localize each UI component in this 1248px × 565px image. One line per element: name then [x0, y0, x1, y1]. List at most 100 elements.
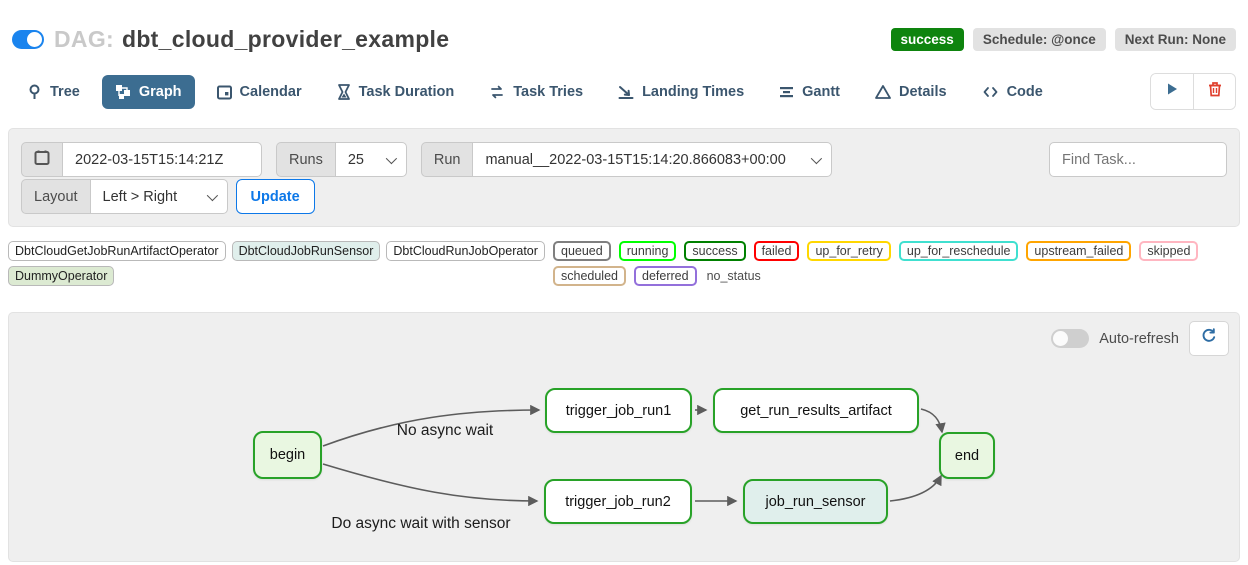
filter-row-1: Runs 25 Run manual__2022-03-15T15:14:20.… [21, 142, 1227, 177]
delete-dag-button[interactable] [1193, 74, 1235, 109]
refresh-icon [1201, 328, 1217, 349]
trigger-dag-button[interactable] [1151, 74, 1193, 109]
retry-arrows-icon [489, 84, 505, 100]
view-tabs: Tree Graph Calendar Task Duration Task T… [0, 53, 1248, 110]
operator-badge: DummyOperator [8, 266, 115, 286]
auto-refresh-label: Auto-refresh [1099, 330, 1179, 347]
status-legend-badge: queued [553, 241, 611, 261]
operator-legend: DbtCloudGetJobRunArtifactOperator DbtClo… [8, 241, 553, 286]
hourglass-icon [337, 83, 351, 100]
tab-label: Task Duration [358, 83, 455, 100]
tab-label: Task Tries [513, 83, 584, 100]
tab-details[interactable]: Details [862, 75, 960, 109]
layout-select[interactable]: Left > Right [89, 179, 228, 214]
legend: DbtCloudGetJobRunArtifactOperator DbtClo… [0, 227, 1248, 286]
edge-artifact-end [920, 408, 946, 434]
code-brackets-icon [982, 84, 999, 100]
operator-badge: DbtCloudGetJobRunArtifactOperator [8, 241, 226, 261]
task-node-end[interactable]: end [939, 432, 995, 479]
operator-badge: DbtCloudJobRunSensor [231, 241, 381, 261]
page-title: dbt_cloud_provider_example [121, 26, 450, 52]
tab-gantt[interactable]: Gantt [766, 75, 853, 109]
status-legend-badge: running [618, 241, 677, 261]
run-select[interactable]: manual__2022-03-15T15:14:20.866083+00:00 [472, 142, 833, 177]
dag-edges: No async wait Do async wait with sensor [322, 404, 946, 532]
triangle-icon [875, 84, 891, 100]
plane-landing-icon [618, 84, 634, 100]
run-value: manual__2022-03-15T15:14:20.866083+00:00 [485, 151, 786, 168]
header-badges: success Schedule: @once Next Run: None [890, 28, 1236, 51]
runs-value: 25 [347, 151, 364, 168]
task-node-begin[interactable]: begin [253, 431, 322, 479]
edge-begin-trigger1 [322, 404, 541, 447]
graph-panel: Auto-refresh No async wait Do async wait… [8, 312, 1240, 562]
dag-header: DAG: dbt_cloud_provider_example success … [0, 0, 1248, 53]
update-button[interactable]: Update [235, 179, 315, 214]
tab-label: Calendar [239, 83, 302, 100]
base-date-input[interactable] [62, 142, 262, 177]
chevron-down-icon [811, 152, 823, 164]
refresh-button[interactable] [1189, 321, 1229, 356]
gantt-bars-icon [779, 84, 794, 100]
edge-sensor-end [889, 474, 942, 502]
status-badge: success [890, 28, 964, 51]
runs-select[interactable]: 25 [334, 142, 407, 177]
tab-label: Landing Times [642, 83, 745, 100]
task-node-get-run-results-artifact[interactable]: get_run_results_artifact [713, 388, 919, 433]
dag-actions [1150, 73, 1236, 110]
status-legend-badge: failed [753, 241, 800, 261]
chevron-down-icon [206, 189, 218, 201]
task-node-trigger-job-run1[interactable]: trigger_job_run1 [545, 388, 692, 433]
tab-label: Graph [138, 83, 182, 100]
toggle-knob-icon [1053, 331, 1069, 346]
task-node-trigger-job-run2[interactable]: trigger_job_run2 [544, 479, 692, 524]
edge-label-do-async-wait: Do async wait with sensor [331, 515, 510, 532]
filter-panel: Runs 25 Run manual__2022-03-15T15:14:20.… [8, 128, 1240, 227]
edge-label-no-async-wait: No async wait [397, 422, 494, 439]
status-legend: queued running success failed up_for_ret… [553, 241, 1240, 286]
toggle-knob-icon [27, 32, 42, 47]
next-run-badge: Next Run: None [1114, 28, 1236, 51]
operator-badge: DbtCloudRunJobOperator [386, 241, 545, 261]
status-legend-badge: success [684, 241, 746, 261]
chevron-down-icon [385, 152, 397, 164]
tab-task-duration[interactable]: Task Duration [324, 75, 468, 109]
status-legend-badge: scheduled [553, 266, 626, 286]
schedule-badge: Schedule: @once [972, 28, 1106, 51]
base-date-calendar-button[interactable] [21, 142, 62, 177]
edge-begin-trigger2 [322, 463, 539, 507]
dag-pause-toggle[interactable] [12, 30, 44, 49]
dag-prefix-label: DAG: [54, 26, 114, 52]
filter-row-2: Layout Left > Right Update [21, 179, 1227, 214]
tab-label: Details [899, 83, 947, 100]
tab-task-tries[interactable]: Task Tries [476, 75, 596, 109]
play-icon [1165, 82, 1179, 101]
auto-refresh-toggle[interactable] [1051, 329, 1090, 348]
refresh-controls: Auto-refresh [1051, 321, 1229, 356]
tab-calendar[interactable]: Calendar [204, 75, 315, 109]
status-legend-badge: skipped [1139, 241, 1199, 261]
run-label: Run [420, 142, 473, 177]
layout-label: Layout [21, 179, 90, 214]
layout-value: Left > Right [102, 188, 178, 205]
tab-landing-times[interactable]: Landing Times [605, 75, 757, 109]
tab-label: Gantt [802, 83, 840, 100]
graph-icon [115, 84, 131, 100]
status-legend-badge: up_for_reschedule [898, 241, 1019, 261]
status-legend-badge: deferred [634, 266, 697, 286]
find-task-input[interactable] [1049, 142, 1227, 177]
tab-graph[interactable]: Graph [101, 74, 195, 109]
tab-label: Code [1006, 83, 1043, 100]
status-legend-no-status: no_status [706, 269, 761, 283]
pin-icon [27, 84, 42, 100]
task-node-job-run-sensor[interactable]: job_run_sensor [743, 479, 888, 524]
status-legend-badge: up_for_retry [807, 241, 891, 261]
calendar-icon [216, 84, 232, 100]
status-legend-badge: upstream_failed [1026, 241, 1132, 261]
tab-tree[interactable]: Tree [14, 75, 93, 109]
tab-code[interactable]: Code [969, 75, 1056, 109]
calendar-icon [34, 149, 50, 170]
tab-label: Tree [50, 83, 80, 100]
runs-label: Runs [276, 142, 335, 177]
trash-icon [1208, 81, 1222, 102]
